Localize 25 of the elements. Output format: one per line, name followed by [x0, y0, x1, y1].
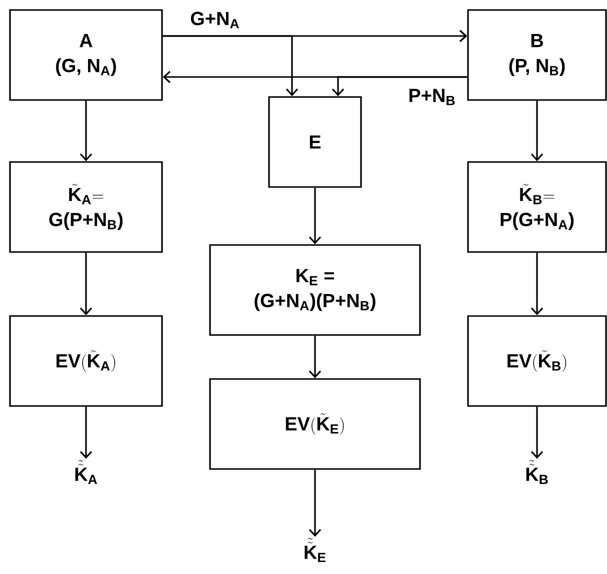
arrow [530, 100, 544, 162]
result-label: $\tilde{\tilde{\mathbf{K}}}_{\mathbf{E}}$ [304, 538, 326, 562]
process-box: B (P, N$_{B}$) [467, 9, 607, 101]
process-box: $\tilde{\mathbf{K}}_{\mathbf{A}} \mathbf{=}$ G(P+N$_{B}$) [9, 161, 163, 253]
result-label: $\tilde{\tilde{\mathbf{K}}}_{\mathbf{A}}$ [75, 460, 98, 484]
arrow [332, 76, 468, 96]
result-label: $\tilde{\tilde{\mathbf{K}}}_{\mathbf{B}}$ [526, 460, 548, 484]
process-box: $\mathbf{EV}(\tilde{\mathbf{K}}_{\mathbf{A}})$ [9, 315, 163, 407]
process-box: K$_{E}$ = (G+N$_{A}$)(P+N$_{B}$) [209, 244, 421, 336]
process-box: A (G, N$_{A}$) [9, 9, 163, 101]
edge-label: P+N$_{B}$ [407, 88, 457, 106]
arrow [308, 336, 322, 378]
arrow [80, 100, 92, 162]
arrow [530, 406, 544, 459]
process-box: E [268, 96, 362, 188]
process-box: $\tilde{\mathbf{K}}_{\mathbf{B}} \mathbf{=}$ P(G+N$_{A}$) [467, 161, 607, 253]
arrow [530, 252, 544, 316]
arrow [162, 35, 298, 96]
edge-label: G+N$_{A}$ [189, 10, 241, 30]
process-box: $\mathbf{EV}(\tilde{\mathbf{K}}_{\mathbf{E}})$ [209, 378, 421, 470]
process-box: $\mathbf{EV}(\tilde{\mathbf{K}}_{\mathbf{B}})$ [467, 315, 607, 407]
arrow [308, 470, 322, 537]
arrow [308, 188, 322, 244]
arrow [80, 406, 92, 459]
arrow [80, 252, 92, 316]
